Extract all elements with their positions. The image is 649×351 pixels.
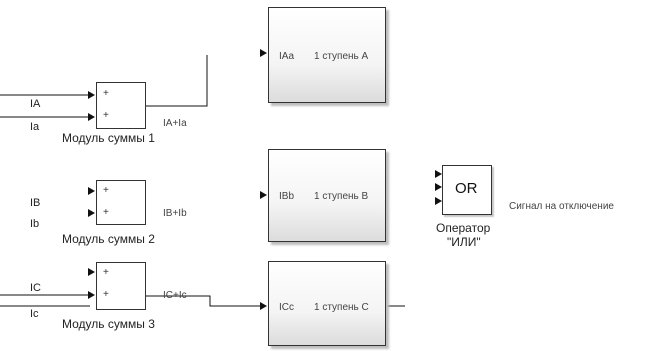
- sum3-input-label-2: Ic: [30, 308, 39, 320]
- sum2-caption: Модуль суммы 2: [62, 232, 155, 246]
- arrow-sum3-in1: [88, 268, 95, 276]
- arrow-or-in3: [435, 197, 442, 205]
- sum-block-2[interactable]: + +: [96, 180, 146, 225]
- or-output-label: Сигнал на отключение: [509, 201, 614, 212]
- arrow-sum2-in1: [88, 187, 95, 195]
- sum3-sign-2: +: [103, 289, 109, 300]
- arrow-or-in2: [435, 183, 442, 191]
- arrow-stage-c-in: [260, 302, 267, 310]
- sum1-caption: Модуль суммы 1: [62, 131, 155, 145]
- subsystem-stage-a[interactable]: IAa 1 ступень A: [268, 7, 386, 103]
- sum1-input-label-2: Ia: [30, 121, 40, 133]
- arrow-sum3-in2: [88, 291, 95, 299]
- sum-block-3[interactable]: + +: [96, 262, 146, 310]
- sum2-input-label-1: IB: [30, 197, 41, 209]
- stage-a-port-label: IAa: [279, 51, 295, 62]
- arrow-sum2-in2: [88, 209, 95, 217]
- stage-c-label: 1 ступень C: [314, 302, 369, 313]
- sum2-output-label: IB+Ib: [163, 208, 187, 219]
- sum-block-1[interactable]: + +: [96, 82, 146, 129]
- sum1-input-label-1: IA: [30, 98, 41, 110]
- subsystem-stage-c[interactable]: ICc 1 ступень C: [268, 261, 386, 346]
- arrow-stage-b-in: [260, 191, 267, 199]
- sum1-sign-2: +: [103, 110, 109, 121]
- sum1-sign-1: +: [103, 88, 109, 99]
- sum2-input-label-2: Ib: [30, 218, 40, 230]
- or-caption-line-1: Оператор: [436, 221, 491, 235]
- arrow-sum1-in2: [88, 113, 95, 121]
- sum3-input-label-1: IC: [30, 282, 41, 294]
- sum2-sign-1: +: [103, 185, 109, 196]
- stage-b-port-label: IBb: [279, 191, 295, 202]
- subsystem-stage-b[interactable]: IBb 1 ступень B: [268, 149, 386, 242]
- wire-sum3-out: [146, 295, 262, 307]
- sum3-caption: Модуль суммы 3: [62, 317, 155, 331]
- arrow-or-in1: [435, 170, 442, 178]
- sum3-sign-1: +: [103, 267, 109, 278]
- stage-a-label: 1 ступень A: [314, 51, 369, 62]
- sum1-output-label: IA+Ia: [163, 118, 187, 129]
- or-caption-line-2: "ИЛИ": [447, 235, 481, 249]
- stage-c-port-label: ICc: [279, 302, 294, 313]
- or-block-label: OR: [455, 180, 478, 197]
- stage-b-label: 1 ступень B: [314, 191, 369, 202]
- sum2-sign-2: +: [103, 207, 109, 218]
- arrow-stage-a-in: [260, 49, 267, 57]
- arrow-sum1-in1: [88, 91, 95, 99]
- or-operator-block[interactable]: OR: [442, 165, 492, 215]
- sum3-output-label: IC+Ic: [163, 290, 187, 301]
- wire-sum1-out: [146, 55, 208, 107]
